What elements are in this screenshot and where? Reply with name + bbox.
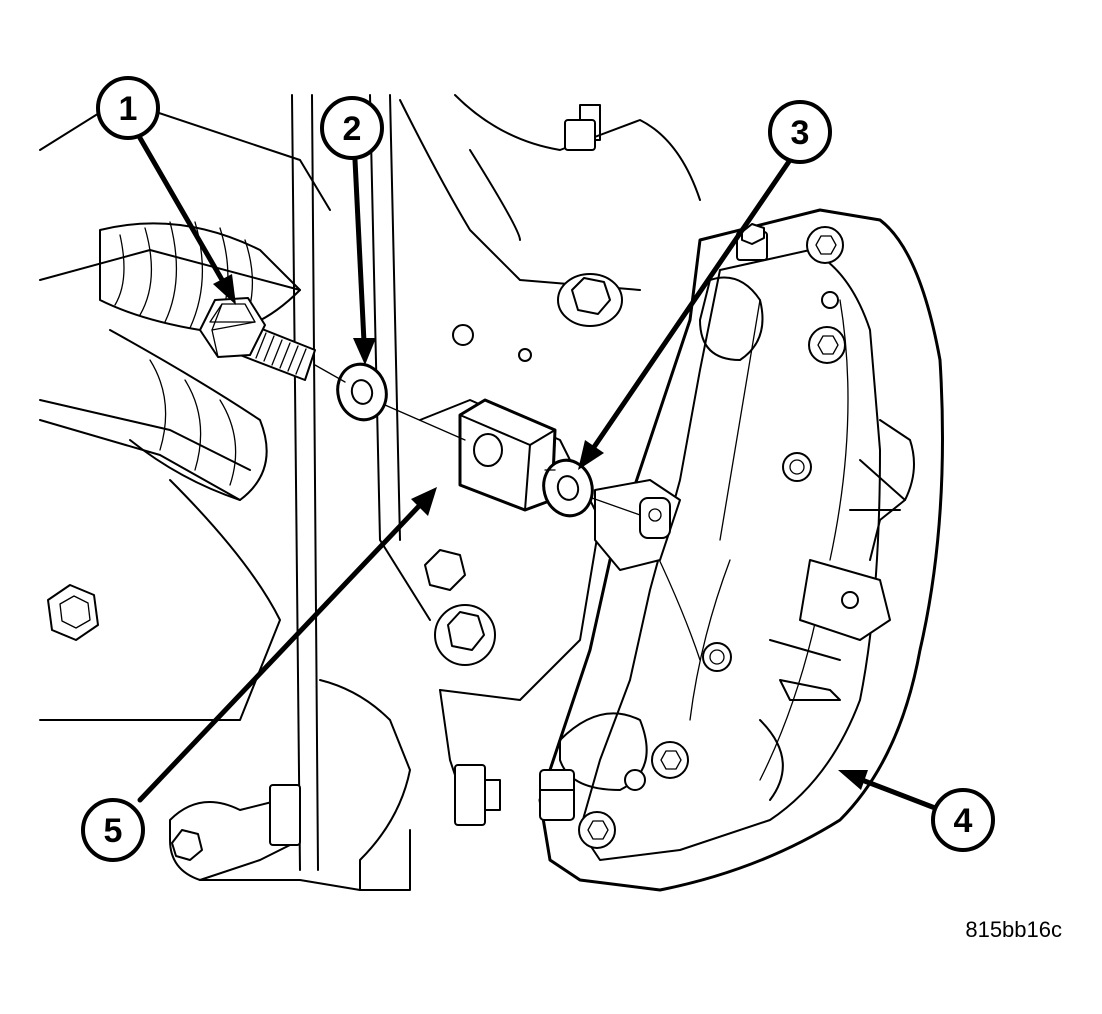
bleeder-screw bbox=[736, 223, 768, 261]
washer-upper bbox=[336, 362, 388, 422]
hub-bolt bbox=[564, 104, 601, 151]
leader-line-2 bbox=[352, 157, 367, 345]
callout-5: 5 bbox=[81, 798, 145, 862]
callout-1: 1 bbox=[96, 76, 160, 140]
callout-5-label: 5 bbox=[104, 812, 123, 850]
arrowhead-3 bbox=[578, 440, 604, 470]
caliper-bolts bbox=[578, 226, 846, 849]
brake-caliper bbox=[538, 208, 944, 892]
bolt-axis-line bbox=[591, 497, 641, 516]
knuckle-bolt bbox=[557, 273, 623, 327]
bolt-axis-line bbox=[384, 404, 466, 441]
anchor-bolt bbox=[539, 769, 575, 821]
callout-2-label: 2 bbox=[343, 110, 362, 148]
lower-knuckle-bolt bbox=[434, 604, 496, 666]
callout-4-label: 4 bbox=[954, 802, 973, 840]
arrowhead-2 bbox=[353, 338, 376, 365]
caliper-guide-bolt bbox=[199, 297, 316, 381]
washer-lower bbox=[542, 458, 594, 518]
arrowhead-4 bbox=[838, 770, 868, 790]
leader-line-1 bbox=[137, 135, 228, 288]
figure-id-label: 815bb16c bbox=[965, 917, 1062, 942]
callout-2: 2 bbox=[320, 96, 384, 160]
leader-line-4 bbox=[859, 777, 938, 811]
leader-line-3 bbox=[589, 157, 793, 453]
mounting-bracket-tab bbox=[594, 479, 681, 571]
leader-line-5 bbox=[137, 502, 423, 803]
bolt-axis-line bbox=[314, 364, 346, 383]
callout-4: 4 bbox=[931, 788, 995, 852]
callout-1-label: 1 bbox=[119, 90, 138, 128]
arrowhead-1 bbox=[213, 274, 236, 305]
background-suspension bbox=[39, 94, 701, 891]
lower-arm-bolt bbox=[169, 764, 501, 881]
callout-3-label: 3 bbox=[791, 114, 810, 152]
mounting-spacer-block bbox=[458, 398, 557, 512]
arrowhead-5 bbox=[411, 487, 437, 516]
leader-lines bbox=[137, 135, 938, 811]
callout-3: 3 bbox=[768, 100, 832, 164]
